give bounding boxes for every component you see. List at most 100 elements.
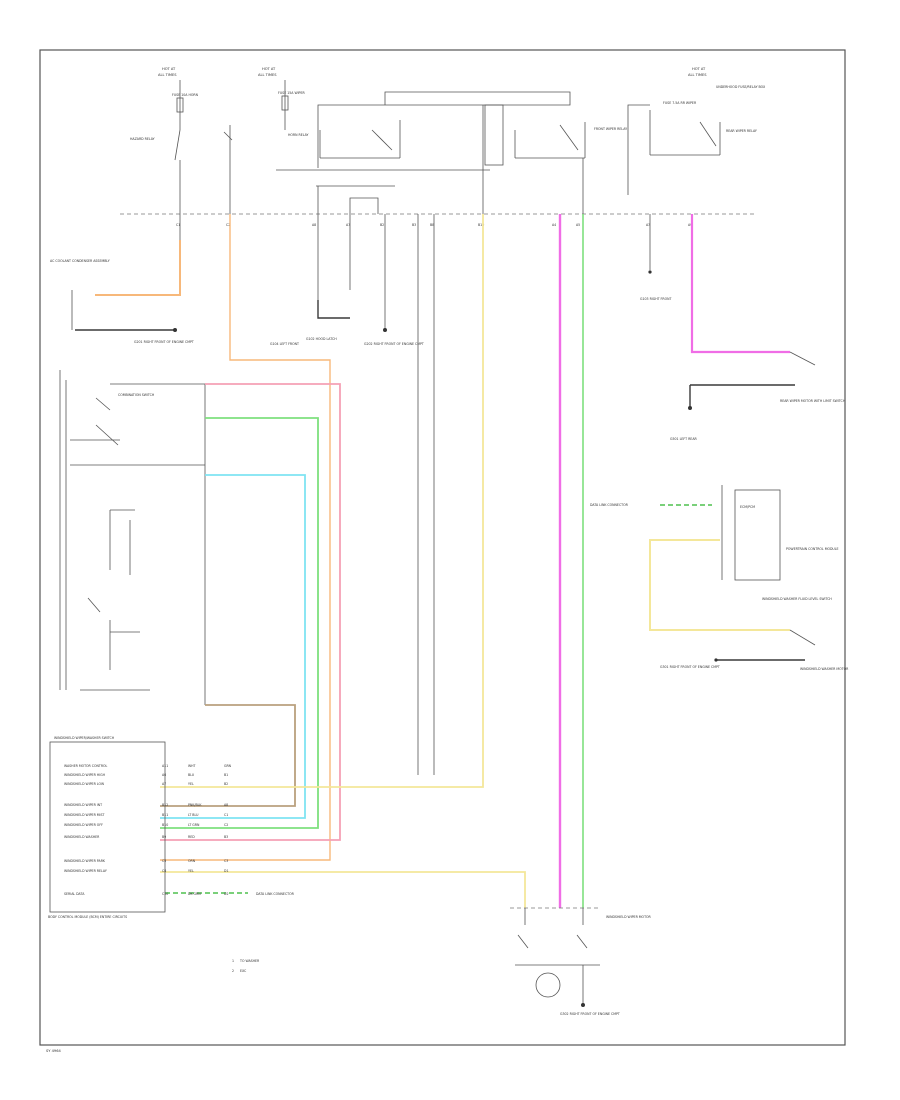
rear-wiper-motor: REAR WIPER MOTOR WITH LIMIT SWITCH G501 … [670, 214, 846, 441]
connector-code: B1 [224, 773, 228, 777]
g102-label: G102 HOOD LATCH [306, 337, 337, 341]
connector-pin: B11 [162, 813, 168, 817]
bus-label: A4 [552, 223, 556, 227]
g104-label: G104 LEFT FRONT [270, 342, 299, 346]
bus-label: B10 [478, 223, 484, 227]
fuse-block-2-line1: HOT AT [262, 67, 276, 71]
relay-far-right-label: REAR WIPER RELAY [726, 129, 757, 133]
connector-color: DK GRN [188, 892, 201, 896]
relay-left: HAZARD RELAY [130, 125, 233, 214]
data-link-label: DATA LINK CONNECTOR [590, 503, 629, 507]
ecm-module: ECM/PCM POWERTRAIN CONTROL MODULE [721, 485, 839, 581]
connector-code: A8 [224, 803, 228, 807]
bus-label: A8 [312, 223, 316, 227]
relay-right: FRONT WIPER RELAY [484, 104, 627, 166]
ground-g201: G201 RIGHT FRONT OF ENGINE CMPT [75, 328, 194, 344]
connector-code: C3 [224, 859, 228, 863]
bcm-label: BODY CONTROL MODULE (BCM) ENTIRE CIRCUIT… [48, 915, 127, 919]
g301-label: G301 RIGHT FRONT OF ENGINE CMPT [660, 665, 720, 669]
bus-label: A3 [646, 223, 650, 227]
wire-orange [95, 240, 181, 296]
wire-cyan [160, 474, 306, 819]
connector-pin: C6 [162, 869, 166, 873]
windshield-switch-label: WINDSHIELD WIPER/WASHER SWITCH [54, 736, 115, 740]
bus-label: A9 [688, 223, 692, 227]
connector-label: WINDSHIELD WIPER RELAY [64, 869, 107, 873]
ecm-connectors-label: POWERTRAIN CONTROL MODULE [786, 547, 839, 551]
bus-label: C2 [226, 223, 230, 227]
cooler-label: AC COOLANT CONDENSER ASSEMBLY [50, 259, 110, 263]
fuse-block-3-line1: HOT AT [692, 67, 706, 71]
connector-color: ORN [188, 859, 196, 863]
connector-color: LT GRN [188, 823, 200, 827]
diagram-border [39, 49, 846, 1046]
wire-yellow-motor [160, 871, 526, 908]
g201-label: G201 RIGHT FRONT OF ENGINE CMPT [134, 340, 194, 344]
relay-middle-label: HORN RELAY [288, 133, 309, 137]
relay-right-label: FRONT WIPER RELAY [594, 127, 627, 131]
connector-label: SERIAL DATA [64, 892, 85, 896]
fuse-left-label: FUSE 10A HORN [172, 93, 199, 97]
wire-magenta-rear [690, 214, 790, 354]
connector-code: GRN [224, 764, 232, 768]
connector-code: D1 [224, 869, 228, 873]
connector-pin: A6 [162, 773, 166, 777]
relay-far-right: FUSE 7.5A RR WIPER REAR WIPER RELAY [627, 101, 757, 195]
wire-brown [160, 704, 296, 807]
ground-g202: G202 RIGHT FRONT OF ENGINE CMPT [364, 328, 424, 346]
diagram-code: SY 4964 [46, 1049, 61, 1053]
connector-rows: WASHER MOTOR CONTROL A11 WHT GRN WINDSHI… [64, 764, 232, 896]
legend-text: EXC [240, 969, 247, 973]
connector-label: WINDSHIELD WIPER MIST [64, 813, 105, 817]
windshield-switch: COMBINATION SWITCH [59, 370, 205, 691]
connector-code: B3 [224, 835, 228, 839]
connector-color: LT BLU [188, 813, 199, 817]
rear-wiper-label: REAR WIPER MOTOR WITH LIMIT SWITCH [780, 399, 846, 403]
data-link2-label: DATA LINK CONNECTOR [256, 892, 295, 896]
connector-color: BLU [188, 773, 195, 777]
ecm-label: ECM/PCM [740, 505, 755, 509]
bus-label: B2 [380, 223, 384, 227]
connector-pin: A7 [162, 782, 166, 786]
connector-pin: B9 [162, 835, 166, 839]
fuse-block-2-line2: ALL TIMES [258, 73, 277, 77]
connector-pin: B12 [162, 803, 168, 807]
legend-text: TO WASHER [239, 959, 260, 963]
fuse-block-1-line1: HOT AT [162, 67, 176, 71]
combination-switch-label: COMBINATION SWITCH [118, 393, 155, 397]
legend: 1 TO WASHER 2 EXC [232, 959, 260, 973]
connector-color: YEL [188, 782, 194, 786]
wire-green [160, 417, 319, 829]
ground-g102: G102 HOOD LATCH [306, 300, 350, 341]
g202-label: G202 RIGHT FRONT OF ENGINE CMPT [364, 342, 424, 346]
fuse-block-3-line2: ALL TIMES [688, 73, 707, 77]
connector-color: PNK/BLK [188, 803, 202, 807]
relay-middle: HORN RELAY [276, 91, 571, 187]
ground-g103: G103 RIGHT FRONT [640, 270, 671, 301]
fuse-middle: FUSE 15A WIPER [278, 80, 305, 130]
windshield-wiper-motor: WINDSHIELD WIPER MOTOR G302 RIGHT FRONT … [510, 907, 652, 1016]
connector-label: WINDSHIELD WASHER [64, 835, 100, 839]
connector-pin: C5 [162, 859, 166, 863]
connector-label: WINDSHIELD WIPER OFF [64, 823, 103, 827]
g501-label: G501 LEFT REAR [670, 437, 698, 441]
bus-labels: C1 C2 A8 A7 B2 B3 B8 B10 A4 A5 A3 A9 [176, 223, 692, 227]
connector-label: WASHER MOTOR CONTROL [64, 764, 108, 768]
underhood-label: UNDERHOOD FUSE/RELAY BOX [716, 85, 766, 89]
washer-motor-label: WINDSHIELD WASHER MOTOR [800, 667, 849, 671]
connector-color: WHT [188, 764, 196, 768]
connector-label: WINDSHIELD WIPER INT [64, 803, 102, 807]
wire-pink [160, 383, 341, 841]
connector-color: YEL [188, 869, 194, 873]
connector-code: B2 [224, 782, 228, 786]
connector-pin: A11 [162, 764, 168, 768]
connector-color: RED [188, 835, 195, 839]
bus-label: C1 [176, 223, 180, 227]
bus-label: B3 [412, 223, 416, 227]
legend-mark: 2 [232, 969, 234, 973]
wire-yellow-main [160, 214, 484, 788]
bus-label: B8 [430, 223, 434, 227]
washer-level-label: WINDSHIELD WASHER FLUID LEVEL SWITCH [762, 597, 832, 601]
fuse-left: FUSE 10A HORN [172, 80, 199, 130]
